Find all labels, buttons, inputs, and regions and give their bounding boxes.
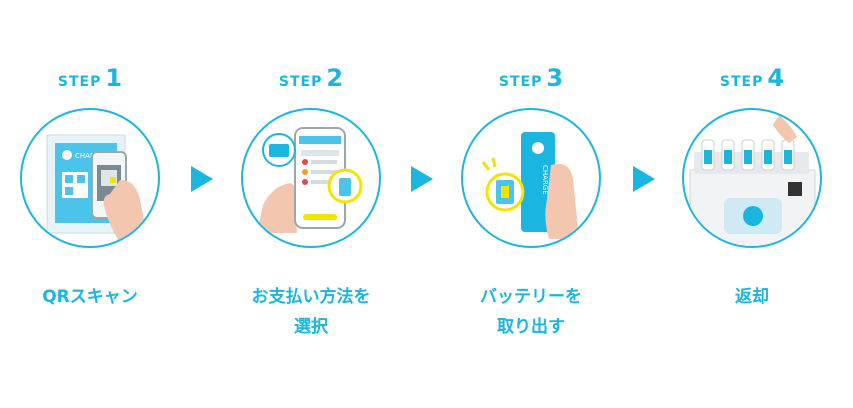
mobile-pay-icon (339, 178, 351, 196)
caption-line: 選択 (294, 317, 328, 337)
caption-line: 取り出す (497, 317, 565, 337)
lightning-icon (743, 206, 763, 226)
hand-icon (773, 115, 797, 143)
hand-icon (545, 163, 579, 239)
step-2-illustration (241, 108, 381, 248)
step-word: STEP (278, 74, 323, 90)
arrow-right-icon (633, 166, 655, 192)
step-1-illustration: CHARGE (20, 108, 160, 248)
step-2-caption: お支払い方法を 選択 (226, 282, 396, 342)
step-number: 4 (767, 64, 785, 92)
step-number: 1 (105, 64, 123, 92)
qr-code-icon (788, 182, 802, 196)
arrow-right-icon (411, 166, 433, 192)
hand-icon (257, 183, 301, 233)
step-4-illustration (682, 108, 822, 248)
step-word: STEP (498, 74, 543, 90)
brand-logo-icon (62, 150, 72, 160)
payment-select-illustration (257, 127, 363, 233)
qr-scan-illustration: CHARGE (46, 134, 148, 240)
step-word: STEP (57, 74, 102, 90)
step-word: STEP (719, 74, 764, 90)
step-number: 3 (546, 64, 564, 92)
step-3-caption: バッテリーを 取り出す (446, 282, 616, 342)
caption-line: QRスキャン (42, 287, 138, 307)
battery-text: CHARGE (541, 165, 549, 195)
hand-icon (103, 180, 148, 240)
caption-line: 返却 (735, 287, 769, 307)
step-1-caption: QRスキャン (5, 282, 175, 312)
arrow-right-icon (191, 166, 213, 192)
battery-take-out-illustration: CHARGE (481, 132, 579, 239)
step-4-caption: 返却 (667, 282, 837, 312)
return-battery-illustration (689, 115, 816, 245)
brand-logo-icon (532, 142, 544, 154)
caption-line: バッテリーを (480, 287, 582, 307)
step-number: 2 (326, 64, 344, 92)
poster-text: CHARGE (75, 152, 105, 160)
caption-line: お支払い方法を (251, 287, 371, 307)
step-3-illustration: CHARGE (461, 108, 601, 248)
card-icon (269, 144, 289, 157)
charging-icon (501, 186, 509, 198)
